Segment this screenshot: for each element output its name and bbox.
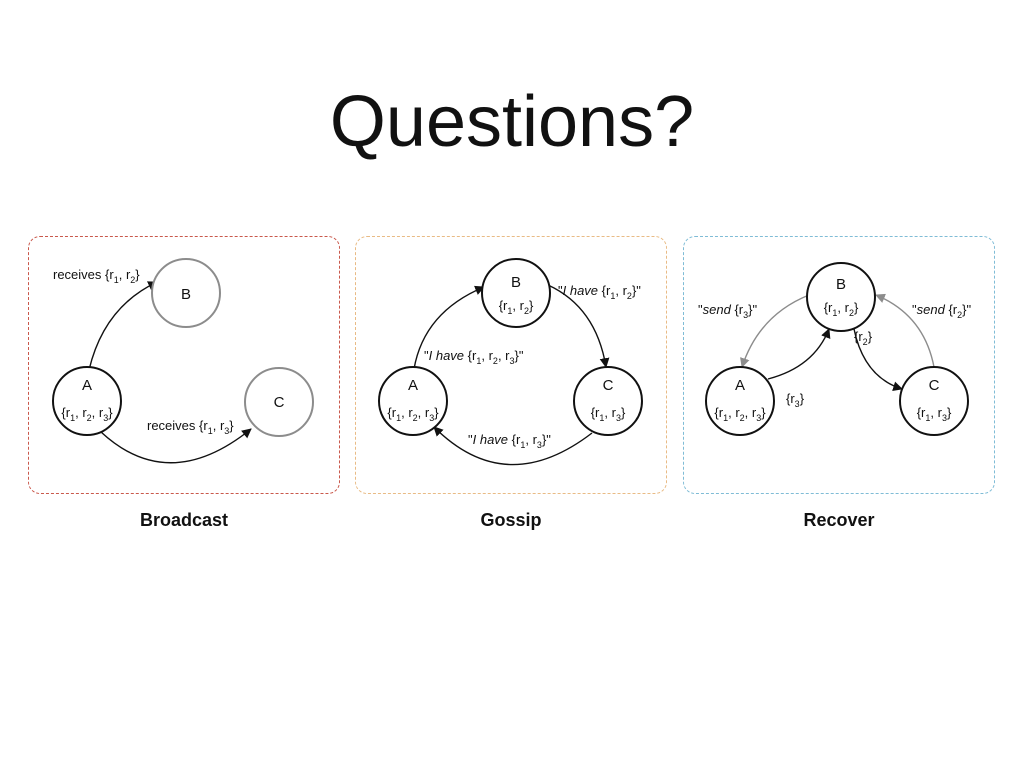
- node-a-label: A: [408, 377, 418, 394]
- node-a: [52, 366, 122, 436]
- recover-caption: Recover: [803, 510, 875, 530]
- node-c: [244, 367, 314, 437]
- edge-a-to-b: [767, 328, 831, 380]
- edge-c-to-a: [433, 426, 593, 466]
- node-c-set: {r1, r3}: [591, 405, 626, 423]
- edge-a-to-c: [100, 428, 252, 464]
- slide-title: Questions?: [329, 82, 695, 162]
- edge-a-b-label: receives {r1, r2}: [53, 267, 140, 285]
- edge-b-to-a: [740, 294, 810, 368]
- node-b: [806, 262, 876, 332]
- edge-a-to-b: [413, 285, 485, 370]
- gossip-panel: B {r1, r2} A {r1, r2, r3} C {r1, r3} "I …: [355, 236, 667, 494]
- edge-b-to-c: [853, 328, 903, 392]
- edge-b-to-c: [547, 284, 610, 368]
- gossip-caption: Gossip: [480, 510, 542, 530]
- node-c-label: C: [603, 377, 614, 394]
- edge-a-b-label: {r3}: [786, 391, 805, 409]
- broadcast-panel: B A {r1, r2, r3} C receives {r1, r2} rec…: [28, 236, 340, 494]
- edge-a-c-label: receives {r1, r3}: [147, 418, 234, 436]
- edge-c-a-label: "I have {r1, r3}": [468, 432, 551, 450]
- edge-b-c-label: {r2}: [854, 329, 873, 347]
- node-b: [151, 258, 221, 328]
- node-c-label: C: [929, 377, 940, 394]
- node-a-set: {r1, r2, r3}: [61, 405, 113, 423]
- edge-a-to-b: [88, 281, 158, 371]
- edge-a-b-label: "I have {r1, r2, r3}": [424, 348, 524, 366]
- edge-b-c-label: "I have {r1, r2}": [558, 283, 641, 301]
- node-c: [573, 366, 643, 436]
- node-a-label: A: [735, 377, 745, 394]
- node-c-label: C: [274, 394, 285, 411]
- broadcast-diagram: B A {r1, r2, r3} C receives {r1, r2} rec…: [52, 258, 314, 464]
- edge-c-to-b: [875, 293, 935, 368]
- node-a: [378, 366, 448, 436]
- node-b-label: B: [836, 276, 846, 293]
- node-a-label: A: [82, 377, 92, 394]
- node-a-set: {r1, r2, r3}: [387, 405, 439, 423]
- node-b-label: B: [511, 274, 521, 291]
- node-b-set: {r1, r2}: [824, 300, 859, 318]
- node-c-set: {r1, r3}: [917, 405, 952, 423]
- node-a: [705, 366, 775, 436]
- recover-panel: B {r1, r2} A {r1, r2, r3} C {r1, r3} "se…: [683, 236, 995, 494]
- broadcast-caption: Broadcast: [139, 510, 229, 530]
- recover-diagram: B {r1, r2} A {r1, r2, r3} C {r1, r3} "se…: [698, 262, 971, 436]
- node-c: [899, 366, 969, 436]
- node-b-set: {r1, r2}: [499, 298, 534, 316]
- gossip-diagram: B {r1, r2} A {r1, r2, r3} C {r1, r3} "I …: [378, 258, 643, 466]
- node-a-set: {r1, r2, r3}: [714, 405, 766, 423]
- node-b: [481, 258, 551, 328]
- node-b-label: B: [181, 286, 191, 303]
- edge-b-a-label: "send {r3}": [698, 302, 757, 320]
- edge-c-b-label: "send {r2}": [912, 302, 971, 320]
